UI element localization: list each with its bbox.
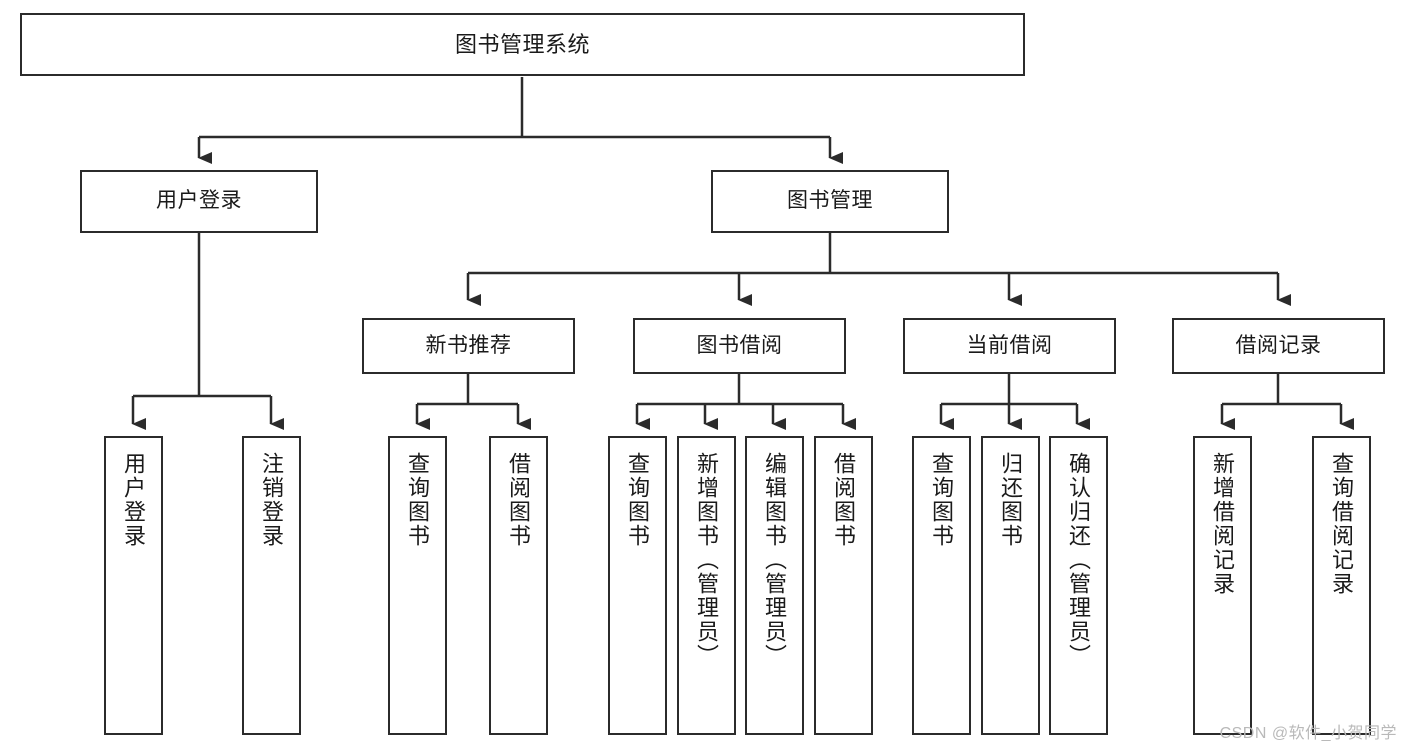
node-user-login-label: 用户登录: [156, 189, 242, 213]
node-new-book-recommend[interactable]: 新书推荐: [362, 318, 575, 374]
node-leaf-search-borrow-record[interactable]: 查询借阅记录: [1312, 436, 1371, 735]
node-user-login[interactable]: 用户登录: [80, 170, 318, 233]
node-leaf-recommend-borrow-book[interactable]: 借阅图书: [489, 436, 548, 735]
node-leaf-borrow-search-book-label: 查询图书: [625, 452, 651, 548]
node-book-manage[interactable]: 图书管理: [711, 170, 949, 233]
node-leaf-return-book-label: 归还图书: [998, 452, 1024, 548]
node-leaf-add-borrow-record-label: 新增借阅记录: [1210, 452, 1236, 596]
node-leaf-logout-label: 注销登录: [259, 452, 285, 548]
node-leaf-recommend-search-book-label: 查询图书: [405, 452, 431, 548]
node-leaf-recommend-borrow-book-label: 借阅图书: [506, 452, 532, 548]
node-book-borrow[interactable]: 图书借阅: [633, 318, 846, 374]
node-leaf-user-login[interactable]: 用户登录: [104, 436, 163, 735]
node-leaf-borrow-search-book[interactable]: 查询图书: [608, 436, 667, 735]
node-leaf-recommend-search-book[interactable]: 查询图书: [388, 436, 447, 735]
node-current-borrow-label: 当前借阅: [966, 333, 1053, 357]
node-leaf-current-search-book-label: 查询图书: [929, 452, 955, 548]
node-new-book-recommend-label: 新书推荐: [425, 333, 512, 357]
node-book-manage-label: 图书管理: [787, 189, 873, 213]
node-leaf-logout[interactable]: 注销登录: [242, 436, 301, 735]
node-leaf-return-book[interactable]: 归还图书: [981, 436, 1040, 735]
node-leaf-confirm-return-admin[interactable]: 确认归还（管理员）: [1049, 436, 1108, 735]
node-leaf-current-search-book[interactable]: 查询图书: [912, 436, 971, 735]
node-leaf-search-borrow-record-label: 查询借阅记录: [1329, 452, 1355, 596]
node-borrow-record-label: 借阅记录: [1235, 333, 1322, 357]
node-book-borrow-label: 图书借阅: [696, 333, 783, 357]
node-leaf-add-book-admin[interactable]: 新增图书（管理员）: [677, 436, 736, 735]
node-leaf-user-login-label: 用户登录: [121, 452, 147, 548]
node-leaf-borrow-book[interactable]: 借阅图书: [814, 436, 873, 735]
node-leaf-confirm-return-admin-label: 确认归还（管理员）: [1066, 452, 1092, 668]
node-borrow-record[interactable]: 借阅记录: [1172, 318, 1385, 374]
node-leaf-edit-book-admin[interactable]: 编辑图书（管理员）: [745, 436, 804, 735]
node-leaf-edit-book-admin-label: 编辑图书（管理员）: [762, 452, 788, 668]
node-root[interactable]: 图书管理系统: [20, 13, 1025, 76]
node-leaf-add-book-admin-label: 新增图书（管理员）: [694, 452, 720, 668]
node-current-borrow[interactable]: 当前借阅: [903, 318, 1116, 374]
node-root-label: 图书管理系统: [454, 31, 590, 57]
watermark-text: CSDN @软件_小贺同学: [1219, 725, 1397, 742]
node-leaf-add-borrow-record[interactable]: 新增借阅记录: [1193, 436, 1252, 735]
node-leaf-borrow-book-label: 借阅图书: [831, 452, 857, 548]
